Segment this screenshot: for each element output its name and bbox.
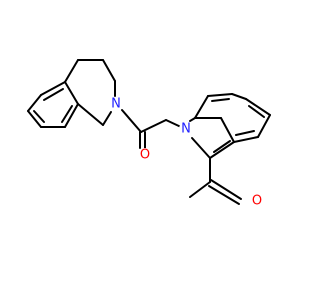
- nitrogen-label: N: [111, 97, 121, 112]
- carbonyl-double-bond: [210, 179, 242, 200]
- bond: [257, 114, 271, 138]
- bond: [40, 81, 66, 96]
- bond: [220, 117, 235, 143]
- aromatic-double-bond: [235, 130, 255, 136]
- bond: [27, 94, 42, 112]
- bond: [27, 110, 42, 128]
- aromatic-double-bond: [213, 140, 231, 153]
- atom-n-isoquinoline: N: [109, 97, 123, 112]
- atom-n-indole: N: [179, 122, 193, 137]
- atom-o-acetyl: O: [250, 194, 264, 209]
- bond: [245, 98, 271, 116]
- aromatic-double-bond: [211, 98, 230, 102]
- bond: [209, 141, 235, 159]
- bond: [189, 181, 211, 198]
- carbonyl-double-bond: [208, 185, 240, 205]
- oxygen-label: O: [252, 194, 262, 209]
- bond: [77, 103, 104, 126]
- bond: [191, 137, 211, 159]
- bond: [64, 103, 79, 128]
- bond: [189, 117, 196, 122]
- bond: [102, 59, 116, 82]
- isoquinoline-saturated-ring: [64, 59, 116, 126]
- bond: [233, 136, 259, 143]
- bond: [231, 93, 247, 100]
- aromatic-double-bond: [43, 88, 64, 101]
- bond: [64, 81, 79, 105]
- bond: [194, 95, 209, 119]
- bond: [165, 119, 182, 128]
- amide-linker: [121, 109, 182, 149]
- bond: [207, 93, 233, 97]
- bond: [140, 119, 167, 133]
- isoquinoline-benzene-ring: [27, 81, 79, 128]
- aromatic-double-bond: [33, 110, 45, 123]
- aromatic-double-bond: [248, 105, 265, 118]
- aromatic-double-bond: [61, 105, 73, 123]
- bond: [121, 109, 142, 133]
- nitrogen-label: N: [181, 122, 191, 137]
- indole-pyrrole-ring: [189, 117, 235, 159]
- bond: [102, 111, 112, 126]
- bond: [64, 59, 79, 83]
- atom-o-amide: O: [138, 148, 152, 163]
- oxygen-label: O: [140, 148, 150, 163]
- molecule-structure-diagram: N O N O: [27, 59, 271, 209]
- indole-benzene-ring: [194, 93, 271, 143]
- acetyl-group: [189, 157, 242, 205]
